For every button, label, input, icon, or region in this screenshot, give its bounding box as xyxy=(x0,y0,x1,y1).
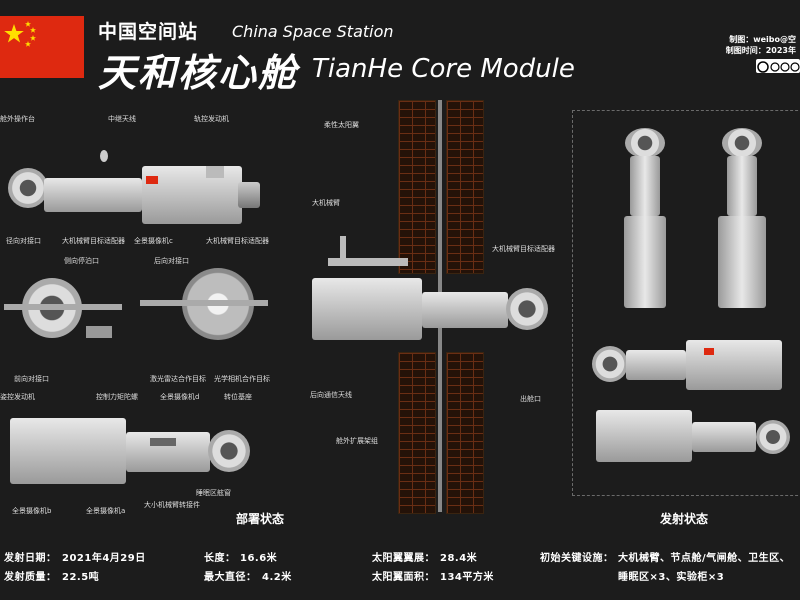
solar-wing-lower-left xyxy=(398,352,436,514)
spec-footer: 发射日期： 2021年4月29日 发射质量： 22.5吨 长度： 16.6米 最… xyxy=(0,538,800,600)
label-big-arm-adapter-2: 大机械臂目标适配器 xyxy=(206,237,269,245)
initial-facilities-value-2: 睡眠区×3、实验柜×3 xyxy=(618,572,725,583)
launch-vertical-1 xyxy=(620,128,670,310)
label-exit-hatch: 出舱口 xyxy=(520,395,541,403)
label-small-arm-handle: 大小机械臂转接件 xyxy=(144,501,200,509)
solar-wing-upper-right xyxy=(446,100,484,274)
solar-wing-lower-right xyxy=(446,352,484,514)
label-optical-camera: 光学相机合作目标 xyxy=(214,375,270,383)
label-rear-port: 后向对接口 xyxy=(154,257,189,265)
cc-by-nc-nd-icon xyxy=(756,59,800,73)
label-panorama-b: 全景摄像机b xyxy=(12,507,52,515)
launch-horizontal-1 xyxy=(592,338,792,392)
initial-facilities-label: 初始关键设施： xyxy=(540,553,614,564)
label-big-arm-adapter: 大机械臂目标适配器 xyxy=(62,237,125,245)
label-external-payload: 舱外扩展架组 xyxy=(336,437,378,445)
initial-facilities-value: 大机械臂、节点舱/气闸舱、卫生区、 xyxy=(618,553,791,564)
section-launch: 发射状态 xyxy=(660,512,709,526)
front-end-view xyxy=(4,272,124,352)
bottom-view-module xyxy=(0,412,270,492)
launch-vertical-2 xyxy=(714,128,770,310)
label-panorama-a: 全景摄像机a xyxy=(86,507,126,515)
rear-end-view xyxy=(140,266,270,346)
launch-date-label: 发射日期： xyxy=(4,553,57,564)
deployed-module xyxy=(300,232,550,352)
title-en-big: TianHe Core Module xyxy=(312,54,575,84)
flag-stars-icon xyxy=(4,21,36,47)
label-side-port: 侧向停泊口 xyxy=(64,257,99,265)
label-rear-comm-antenna: 后向通信天线 xyxy=(310,391,352,399)
label-radial-port: 径向对接口 xyxy=(6,237,41,245)
solar-area-label: 太阳翼面积： xyxy=(372,572,435,583)
label-relay-antenna: 中继天线 xyxy=(108,115,136,123)
max-diameter-value: 4.2米 xyxy=(262,572,292,583)
solar-span-label: 太阳翼翼展： xyxy=(372,553,435,564)
length-value: 16.6米 xyxy=(240,553,278,564)
credit-author: 制图：weibo@空 xyxy=(729,35,796,44)
section-deployed: 部署状态 xyxy=(236,512,285,526)
china-flag xyxy=(0,16,84,78)
solar-area-value: 134平方米 xyxy=(440,572,494,583)
label-laser-radar: 激光雷达合作目标 xyxy=(150,375,206,383)
title-cn-big: 天和核心舱 xyxy=(98,51,299,95)
label-external-platform: 舱外操作台 xyxy=(0,115,35,123)
credit-date: 制图时间：2023年 xyxy=(725,46,796,55)
label-sleeping-pod: 睡眠区舷窗 xyxy=(196,489,231,497)
label-panorama-d: 全景摄像机d xyxy=(160,393,200,401)
label-front-port: 前向对接口 xyxy=(14,375,49,383)
label-attitude-engine: 姿控发动机 xyxy=(0,393,35,401)
length-label: 长度： xyxy=(204,553,236,564)
label-control-gyro: 控制力矩陀螺 xyxy=(96,393,138,401)
launch-mass-value: 22.5吨 xyxy=(62,572,100,583)
title-cn-small: 中国空间站 xyxy=(98,21,199,43)
title-en-small: China Space Station xyxy=(232,22,394,41)
label-deployed-arm-adapter: 大机械臂目标适配器 xyxy=(492,245,555,253)
solar-span-value: 28.4米 xyxy=(440,553,478,564)
solar-wing-upper-left xyxy=(398,100,436,274)
label-transfer-base: 转位基座 xyxy=(224,393,252,401)
launch-horizontal-2 xyxy=(596,408,796,464)
label-orbit-engine: 轨控发动机 xyxy=(194,115,229,123)
label-panorama-c: 全景摄像机c xyxy=(134,237,173,245)
max-diameter-label: 最大直径： xyxy=(204,572,257,583)
launch-state-box xyxy=(572,110,800,496)
label-flexible-solar: 柔性太阳翼 xyxy=(324,121,359,129)
launch-mass-label: 发射质量： xyxy=(4,572,57,583)
label-big-arm: 大机械臂 xyxy=(312,199,340,207)
top-view-module xyxy=(0,120,270,230)
launch-date-value: 2021年4月29日 xyxy=(62,553,146,564)
